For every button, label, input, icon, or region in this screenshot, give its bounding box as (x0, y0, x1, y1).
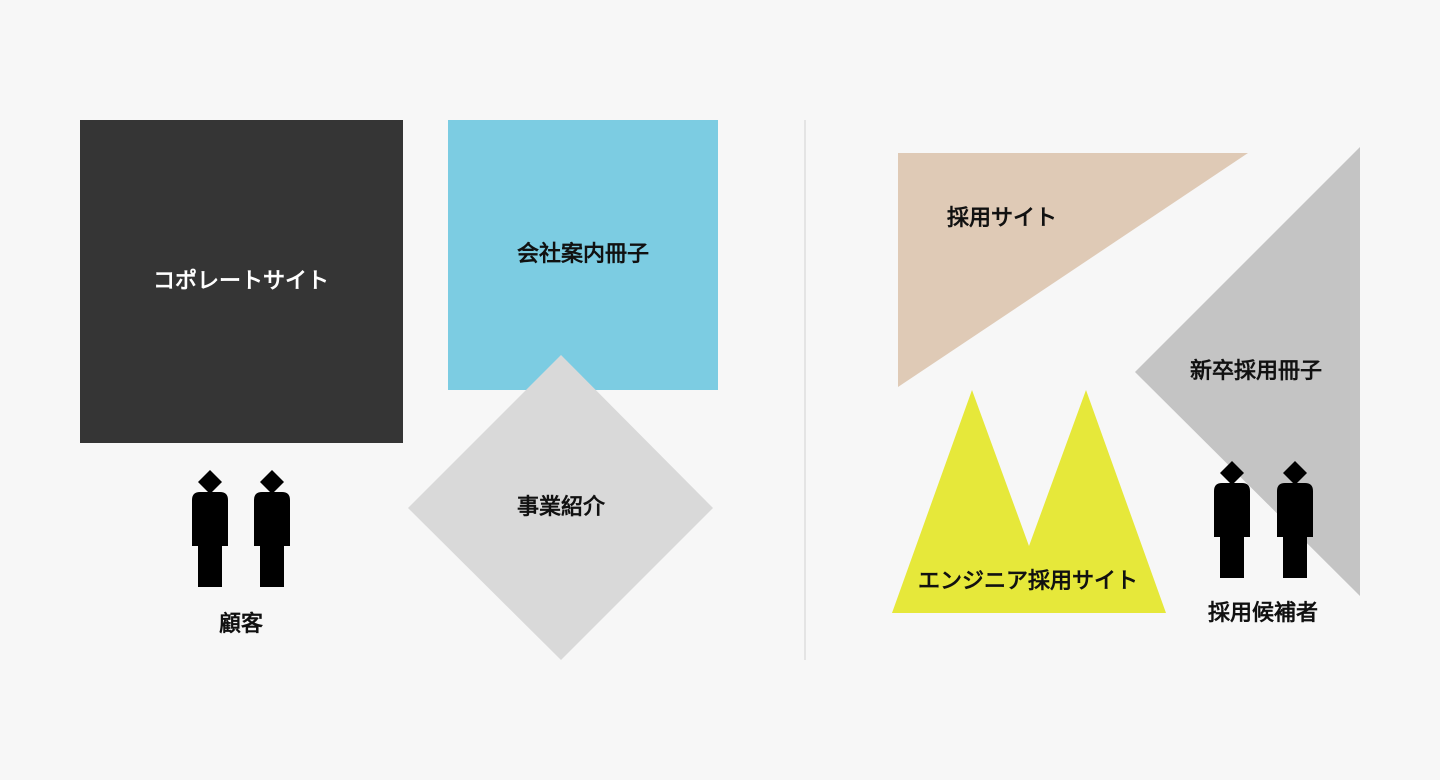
corporate-site-label: コポレートサイト (153, 268, 329, 294)
right-panel: 採用サイト 新卒採用冊子 エンジニア採用サイト 採用候補者 (892, 147, 1360, 626)
engineer-recruit-site-label: エンジニア採用サイト (918, 568, 1138, 594)
business-intro-diamond (408, 355, 713, 660)
customer-label: 顧客 (219, 611, 264, 637)
business-intro-label: 事業紹介 (517, 494, 606, 520)
recruit-site-label: 採用サイト (947, 205, 1057, 231)
recruit-site-triangle (898, 153, 1248, 387)
company-brochure-block (448, 120, 718, 390)
corporate-site-block (80, 120, 403, 443)
company-brochure-label: 会社案内冊子 (517, 241, 649, 267)
candidate-label: 採用候補者 (1208, 600, 1318, 626)
new-grad-brochure-label: 新卒採用冊子 (1190, 358, 1322, 384)
customer-people-icon (192, 470, 290, 587)
left-panel: コポレートサイト 会社案内冊子 事業紹介 顧客 (80, 120, 718, 660)
engineer-recruit-site-mountains (892, 390, 1166, 613)
